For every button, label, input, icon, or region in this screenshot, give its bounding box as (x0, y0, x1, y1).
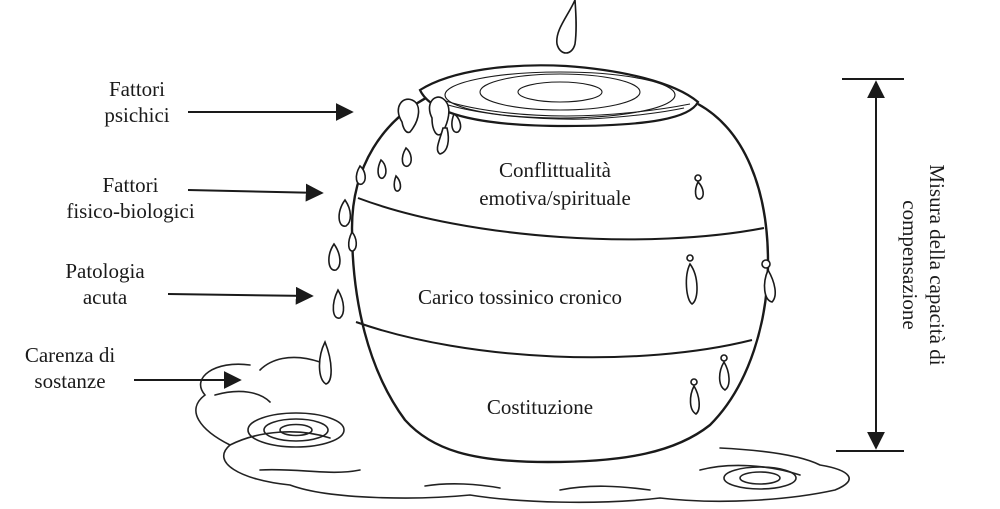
label-physical-factors: Fattori fisico-biologici (58, 172, 203, 224)
band-middle-text: Carico tossinico cronico (380, 283, 660, 311)
label-acute-line-1: Patologia (40, 258, 170, 284)
band-toxic-load: Carico tossinico cronico (380, 283, 660, 311)
label-psychic-line-2: psichici (62, 102, 212, 128)
label-substance-deficiency: Carenza di sostanze (0, 342, 140, 394)
arrow-physical (188, 190, 322, 193)
label-psychic-line-1: Fattori (62, 76, 212, 102)
band-top-line-2: emotiva/spirituale (430, 184, 680, 212)
label-psychic-factors: Fattori psichici (62, 76, 212, 128)
capacity-label-line-1: Misura della capacità di (923, 125, 950, 405)
label-physical-line-2: fisico-biologici (58, 198, 203, 224)
capacity-label-line-2: compensazione (896, 125, 923, 405)
arrow-acute (168, 294, 312, 296)
label-deficiency-line-1: Carenza di (0, 342, 140, 368)
label-physical-line-1: Fattori (58, 172, 203, 198)
band-bottom-text: Costituzione (460, 393, 620, 421)
band-top-line-1: Conflittualità (430, 156, 680, 184)
band-emotional-conflict: Conflittualità emotiva/spirituale (430, 156, 680, 212)
factor-arrows (134, 112, 352, 380)
label-acute-line-2: acuta (40, 284, 170, 310)
capacity-label: Misura della capacità di compensazione (890, 125, 950, 405)
band-constitution: Costituzione (460, 393, 620, 421)
vase-rim (420, 65, 698, 126)
label-acute-pathology: Patologia acuta (40, 258, 170, 310)
label-deficiency-line-2: sostanze (0, 368, 140, 394)
